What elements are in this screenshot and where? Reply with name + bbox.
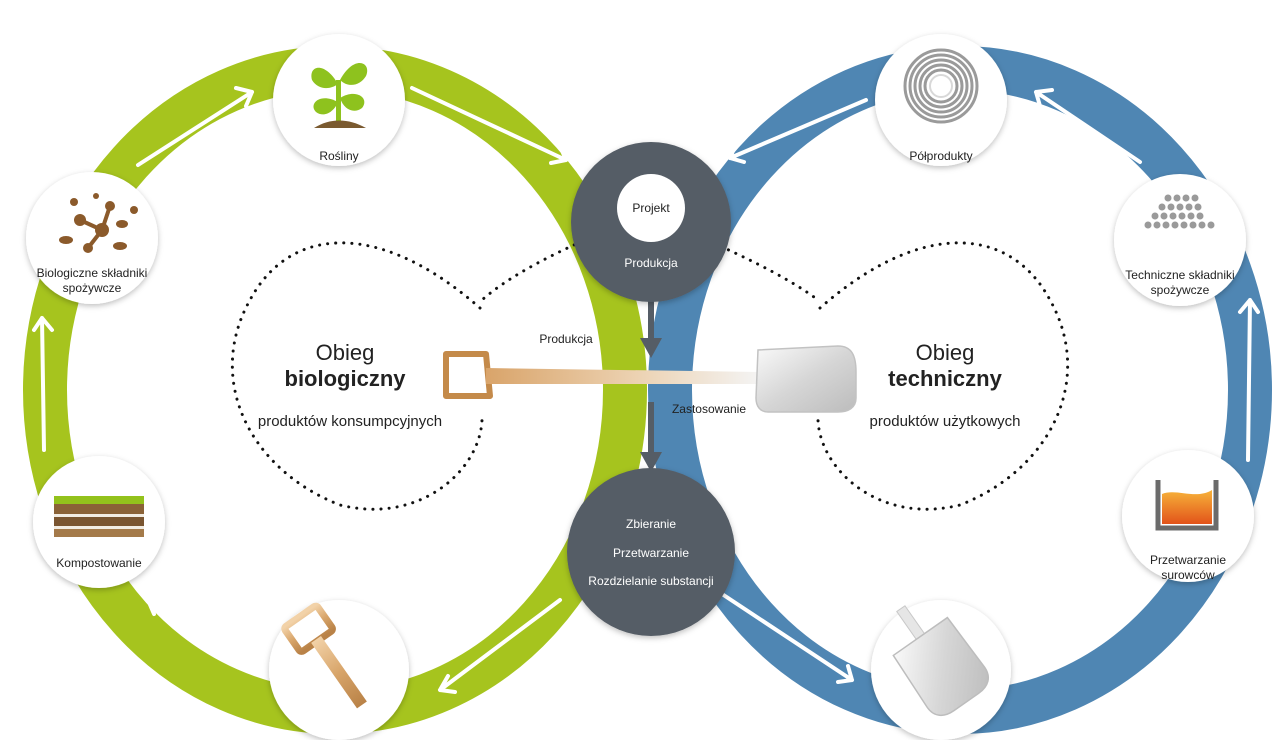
shovel-icon (443, 345, 857, 413)
arrow-left-up-icon (32, 316, 54, 452)
label-production-arrow: Produkcja (539, 332, 593, 346)
metal-coil-icon (903, 48, 979, 124)
label-collecting: Zbieranie (625, 517, 677, 531)
label-processing: Przetwarzanie surowców (1149, 553, 1227, 582)
center-arrows (640, 290, 662, 472)
label-usage: Zastosowanie (671, 402, 747, 416)
ring-arrows (32, 86, 1260, 694)
arrow-plant-to-hub-icon (410, 86, 568, 165)
arrow-top-right-icon (1034, 88, 1142, 164)
arrow-bottom-right-icon (1060, 588, 1152, 652)
semi-products-node (875, 34, 1007, 166)
design-circle (617, 174, 685, 242)
arrow-bottom-left-icon (146, 596, 230, 652)
tech-title-line1: Obieg (915, 340, 975, 365)
label-semi-products: Półprodukty (909, 149, 973, 163)
granules-icon (1144, 194, 1215, 229)
bio-nutrients-node (26, 172, 158, 304)
bio-title-line1: Obieg (315, 340, 375, 365)
node-circles (26, 34, 1254, 740)
design-dots-right (682, 228, 820, 302)
soil-layers-icon (54, 496, 144, 537)
arrow-hub-to-handle-icon (438, 598, 562, 694)
label-production-hub: Produkcja (624, 256, 678, 270)
tech-nutrients-node (1114, 174, 1246, 306)
label-design: Projekt (632, 201, 670, 215)
sprout-icon (311, 62, 368, 128)
label-plants: Rośliny (319, 149, 359, 163)
bottom-hub (567, 468, 735, 636)
label-separation: Rozdzielanie substancji (588, 574, 714, 588)
production-arrow-icon (640, 338, 662, 358)
molecule-icon (59, 193, 138, 253)
metal-blade-icon (892, 605, 990, 717)
tech-title-line2: techniczny (888, 366, 1002, 391)
technical-dotted-loop (816, 241, 1069, 511)
molten-metal-icon (1155, 480, 1219, 531)
label-reprocessing: Przetwarzanie (612, 546, 690, 560)
arrow-right-up-icon (1238, 298, 1260, 462)
bio-title-line2: biologiczny (284, 366, 406, 391)
biological-dotted-loop (231, 241, 484, 511)
label-tech-nutrients: Techniczne składniki spożywcze (1125, 268, 1235, 297)
bio-subtitle: produktów konsumpcyjnych (257, 413, 443, 430)
wooden-handle-icon (281, 602, 367, 709)
tech-subtitle: produktów użytkowych (869, 413, 1021, 430)
usage-arrow-icon (640, 452, 662, 472)
label-bio-nutrients: Biologiczne składniki spożywcze (36, 266, 148, 295)
arrow-to-hub-right-icon (728, 98, 868, 164)
label-composting: Kompostowanie (56, 556, 142, 570)
arrow-hub-to-blade-icon (714, 588, 854, 684)
arrow-top-left-icon (136, 86, 254, 167)
